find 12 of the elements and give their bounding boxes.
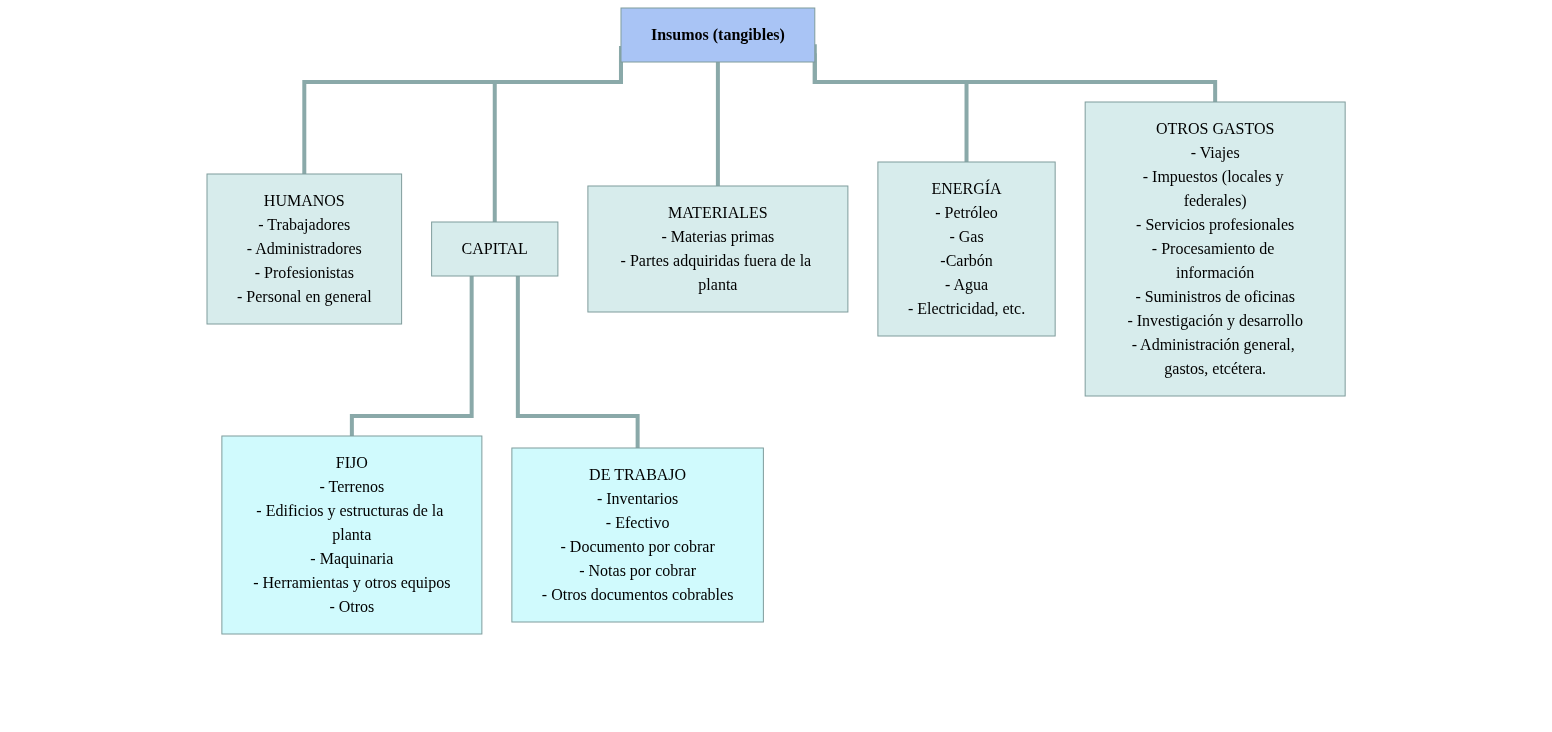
- connector: [349, 276, 474, 438]
- node-box: DE TRABAJO - Inventarios - Efectivo - Documento por cobrar - Notas por cobrar - Otros documentos cobrables: [511, 447, 764, 623]
- node-box: ENERGÍA - Petróleo - Gas -Carbón - Agua - Electricidad, etc.: [877, 161, 1056, 337]
- node-box: OTROS GASTOS - Viajes - Impuestos (locales y federales) - Servicios profesionales - Procesamiento de información - Suministros de oficinas - Investigación y desarrollo - Administración general, gastos, etcétera.: [1084, 101, 1346, 397]
- connector: [515, 276, 640, 450]
- node-box: CAPITAL: [431, 221, 559, 277]
- node-box: Insumos (tangibles): [620, 7, 816, 63]
- connector: [715, 62, 720, 188]
- node-box: FIJO - Terrenos - Edificios y estructuras de la planta - Maquinaria - Herramientas y otros equipos - Otros: [221, 435, 483, 635]
- node-box: MATERIALES - Materias primas - Partes adquiridas fuera de la planta: [587, 185, 849, 313]
- node-box: HUMANOS - Trabajadores - Administradores - Profesionistas - Personal en general: [206, 173, 403, 325]
- connector: [812, 44, 1218, 104]
